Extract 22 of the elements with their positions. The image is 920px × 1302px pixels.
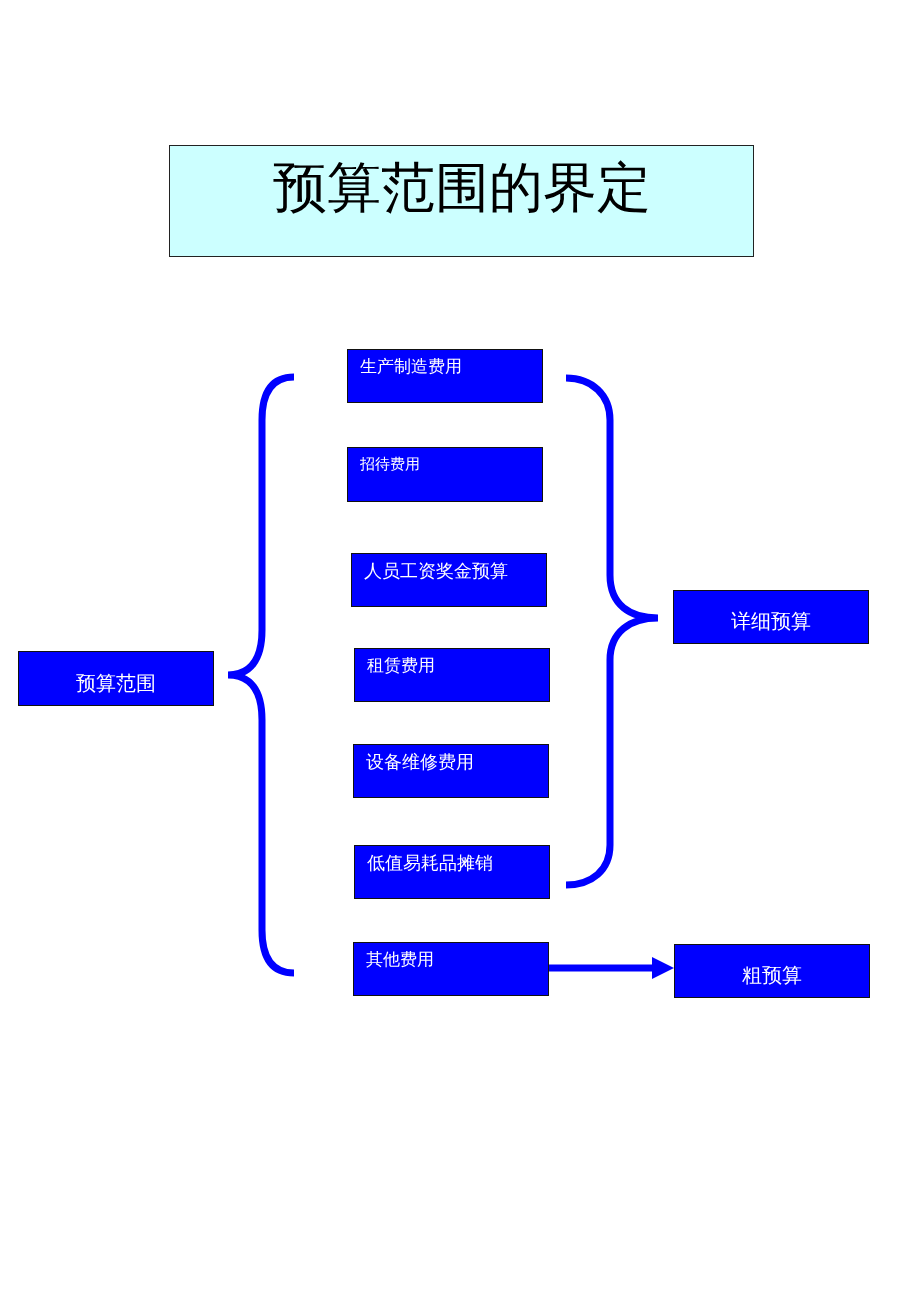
budget-type-box: [18, 651, 214, 706]
expense-label: 生产制造费用: [360, 357, 462, 378]
budget-type-box: [673, 590, 869, 644]
expense-box: [353, 942, 549, 996]
expense-box: [351, 553, 547, 607]
expense-box: [353, 744, 549, 798]
arrow: [549, 957, 674, 979]
expense-label: 低值易耗品摊销: [367, 853, 493, 875]
expense-label: 设备维修费用: [366, 752, 474, 774]
expense-box: [347, 349, 543, 403]
expense-label: 人员工资奖金预算: [364, 561, 508, 583]
box-label: 预算范围: [75, 670, 157, 695]
box-label: 详细预算: [730, 609, 812, 633]
expense-label: 其他费用: [366, 950, 434, 971]
budget-type-box: [674, 944, 870, 998]
expense-box: [347, 447, 543, 502]
expense-box: [354, 845, 550, 899]
expense-box: [354, 648, 550, 702]
expense-label: 租赁费用: [367, 656, 435, 677]
expense-label: 招待费用: [360, 455, 420, 473]
box-label: 粗预算: [741, 963, 803, 987]
title-banner: 预算范围的界定: [169, 145, 754, 257]
